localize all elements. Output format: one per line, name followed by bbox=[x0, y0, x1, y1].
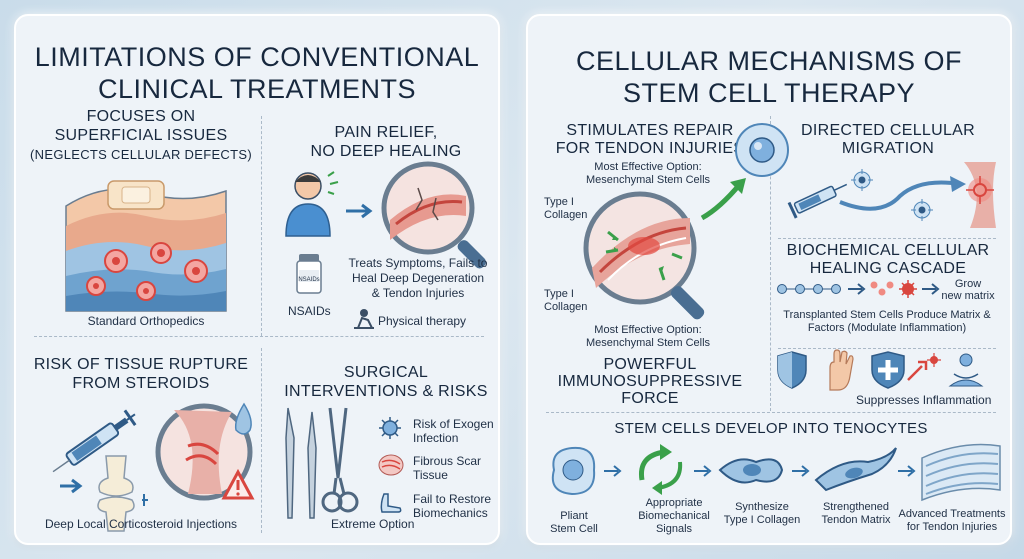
q2-note-line2: Heal Deep Degeneration bbox=[351, 271, 485, 285]
cascade-molecules-icon bbox=[777, 280, 940, 298]
step3-line2: Type I Collagen bbox=[723, 514, 801, 526]
right-panel: CELLULAR MECHANISMS OF STEM CELL THERAPY… bbox=[526, 14, 1012, 545]
syringe-icon bbox=[52, 409, 137, 473]
magnifier-ruptured-tissue-icon bbox=[155, 402, 255, 501]
q4-heading-line1: SURGICAL bbox=[343, 364, 429, 381]
scar-tissue-icon bbox=[378, 454, 404, 476]
q1-heading-line2: SUPERFICIAL ISSUES bbox=[54, 127, 228, 144]
force-line2: IMMUNOSUPPRESSIVE bbox=[557, 373, 743, 390]
step3-line1: Synthesize bbox=[735, 501, 789, 513]
surgical-tools-icon bbox=[285, 407, 359, 519]
q3-caption: Deep Local Corticosteroid Injections bbox=[44, 517, 238, 531]
q1-heading-line1: FOCUSES ON bbox=[86, 108, 196, 125]
step5-line2: for Tendon Injuries bbox=[906, 521, 998, 533]
cascade-heading-line1: BIOCHEMICAL CELLULAR bbox=[786, 242, 990, 259]
collagen-top-line1: Type I bbox=[544, 196, 574, 208]
magnifier-tendon-repair-icon bbox=[583, 191, 705, 320]
step1-line1: Pliant bbox=[560, 510, 588, 522]
stem-cell-icon bbox=[735, 123, 789, 177]
grow-line1: Grow bbox=[954, 278, 982, 290]
divider bbox=[778, 238, 996, 239]
q2-note-line1: Treats Symptoms, Fails to bbox=[348, 256, 488, 270]
right-title-line1: CELLULAR MECHANISMS OF bbox=[575, 46, 963, 76]
left-title-line2: CLINICAL TREATMENTS bbox=[97, 74, 417, 104]
risk2-line1: Fibrous Scar bbox=[413, 454, 482, 468]
left-panel: LIMITATIONS OF CONVENTIONAL CLINICAL TRE… bbox=[14, 14, 500, 545]
risk1-line2: Infection bbox=[413, 431, 459, 445]
person-icon bbox=[285, 171, 339, 237]
q3-heading-line2: FROM STEROIDS bbox=[72, 375, 210, 392]
cascade-note-line1: Transplanted Stem Cells Produce Matrix & bbox=[783, 309, 991, 321]
physical-therapy-label: Physical therapy bbox=[378, 314, 467, 328]
q4-caption: Extreme Option bbox=[331, 517, 415, 531]
q2-heading-line2: NO DEEP HEALING bbox=[310, 143, 462, 160]
repair-option-bottom-line1: Most Effective Option: bbox=[594, 324, 702, 336]
step2-line1: Appropriate bbox=[645, 497, 703, 509]
risk2-line2: Tissue bbox=[413, 468, 448, 482]
force-line1: POWERFUL bbox=[603, 356, 697, 373]
risk3-line1: Fail to Restore bbox=[413, 492, 492, 506]
divider bbox=[546, 412, 996, 413]
migration-heading-line2: MIGRATION bbox=[841, 140, 935, 157]
repair-option-top-line2: Mesenchymal Stem Cells bbox=[585, 174, 711, 186]
step1-line2: Stem Cell bbox=[550, 523, 598, 535]
skin-layers-icon bbox=[65, 180, 227, 312]
nsaids-label: NSAIDs bbox=[288, 304, 331, 318]
repair-heading-line1: STIMULATES REPAIR bbox=[566, 122, 734, 139]
growth-arrow-icon bbox=[700, 178, 746, 221]
collagen-top-line2: Collagen bbox=[544, 209, 588, 221]
divider bbox=[770, 116, 771, 411]
divider bbox=[778, 348, 996, 349]
repair-option-top-line1: Most Effective Option: bbox=[594, 161, 702, 173]
step4-line2: Tendon Matrix bbox=[821, 514, 891, 526]
inflammation-icons bbox=[777, 349, 984, 391]
q2-heading-line1: PAIN RELIEF, bbox=[334, 124, 438, 141]
virus-icon bbox=[379, 417, 401, 439]
step4-line1: Strengthened bbox=[822, 501, 890, 513]
suppresses-inflammation-label: Suppresses Inflammation bbox=[856, 393, 992, 407]
repair-heading-line2: FOR TENDON INJURIES bbox=[555, 140, 745, 157]
bone-joint-icon bbox=[60, 455, 148, 532]
pill-label: NSAIDs bbox=[298, 277, 320, 283]
q1-heading-line3: (NEGLECTS CELLULAR DEFECTS) bbox=[30, 147, 252, 162]
q4-heading-line2: INTERVENTIONS & RISKS bbox=[284, 383, 488, 400]
step2-line2: Biomechanical bbox=[638, 510, 710, 522]
physical-therapy-icon bbox=[354, 309, 374, 329]
cascade-note-line2: Factors (Modulate Inflammation) bbox=[807, 322, 967, 334]
force-line3: FORCE bbox=[621, 390, 679, 407]
step5-line1: Advanced Treatments bbox=[898, 508, 1006, 520]
tenocytes-heading: STEM CELLS DEVELOP INTO TENOCYTES bbox=[614, 420, 928, 437]
grow-line2: new matrix bbox=[941, 290, 995, 302]
q2-note-line3: & Tendon Injuries bbox=[371, 286, 465, 300]
q3-heading-line1: RISK OF TISSUE RUPTURE bbox=[33, 356, 249, 373]
tenocyte-flow-icons bbox=[551, 443, 1001, 502]
divider bbox=[261, 348, 262, 533]
risk3-line2: Biomechanics bbox=[413, 506, 488, 520]
divider bbox=[34, 336, 484, 337]
risk1-line1: Risk of Exogen bbox=[413, 417, 494, 431]
pill-bottle-icon bbox=[296, 254, 322, 294]
magnifier-torn-tendon-icon bbox=[381, 161, 486, 269]
foot-biomechanics-icon bbox=[380, 493, 402, 513]
migration-heading-line1: DIRECTED CELLULAR bbox=[800, 122, 976, 139]
q1-caption: Standard Orthopedics bbox=[87, 314, 205, 328]
repair-option-bottom-line2: Mesenchymal Stem Cells bbox=[585, 337, 711, 349]
arrow-right-icon bbox=[346, 203, 373, 219]
migration-diagram-icon bbox=[787, 162, 996, 228]
cascade-heading-line2: HEALING CASCADE bbox=[809, 260, 967, 277]
step2-line3: Signals bbox=[655, 523, 693, 535]
collagen-bottom-line1: Type I bbox=[544, 288, 574, 300]
left-title-line1: LIMITATIONS OF CONVENTIONAL bbox=[34, 42, 480, 72]
right-title-line2: STEM CELL THERAPY bbox=[622, 78, 916, 108]
divider bbox=[261, 116, 262, 336]
collagen-bottom-line2: Collagen bbox=[544, 301, 588, 313]
